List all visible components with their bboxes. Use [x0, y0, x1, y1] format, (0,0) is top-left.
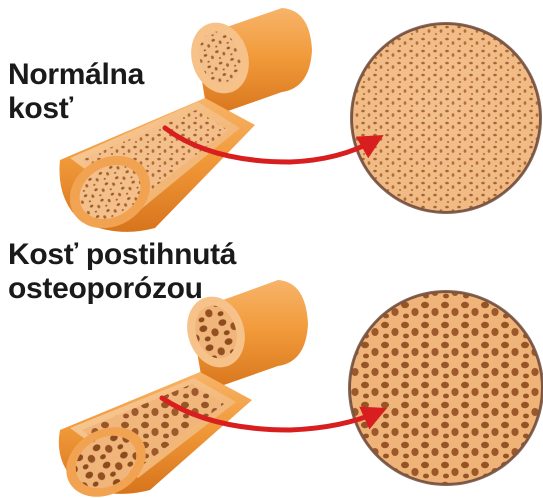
label-osteoporotic-bone: Kosť postihnutá osteoporózou — [8, 238, 236, 306]
label-normal-bone: Normálna kosť — [8, 58, 144, 126]
osteoporotic-bone-illustration — [54, 280, 543, 498]
label-osteo-line2: osteoporózou — [8, 272, 236, 306]
label-osteo-line1: Kosť postihnutá — [8, 238, 236, 272]
label-normal-line1: Normálna — [8, 58, 144, 92]
label-normal-line2: kosť — [8, 92, 144, 126]
